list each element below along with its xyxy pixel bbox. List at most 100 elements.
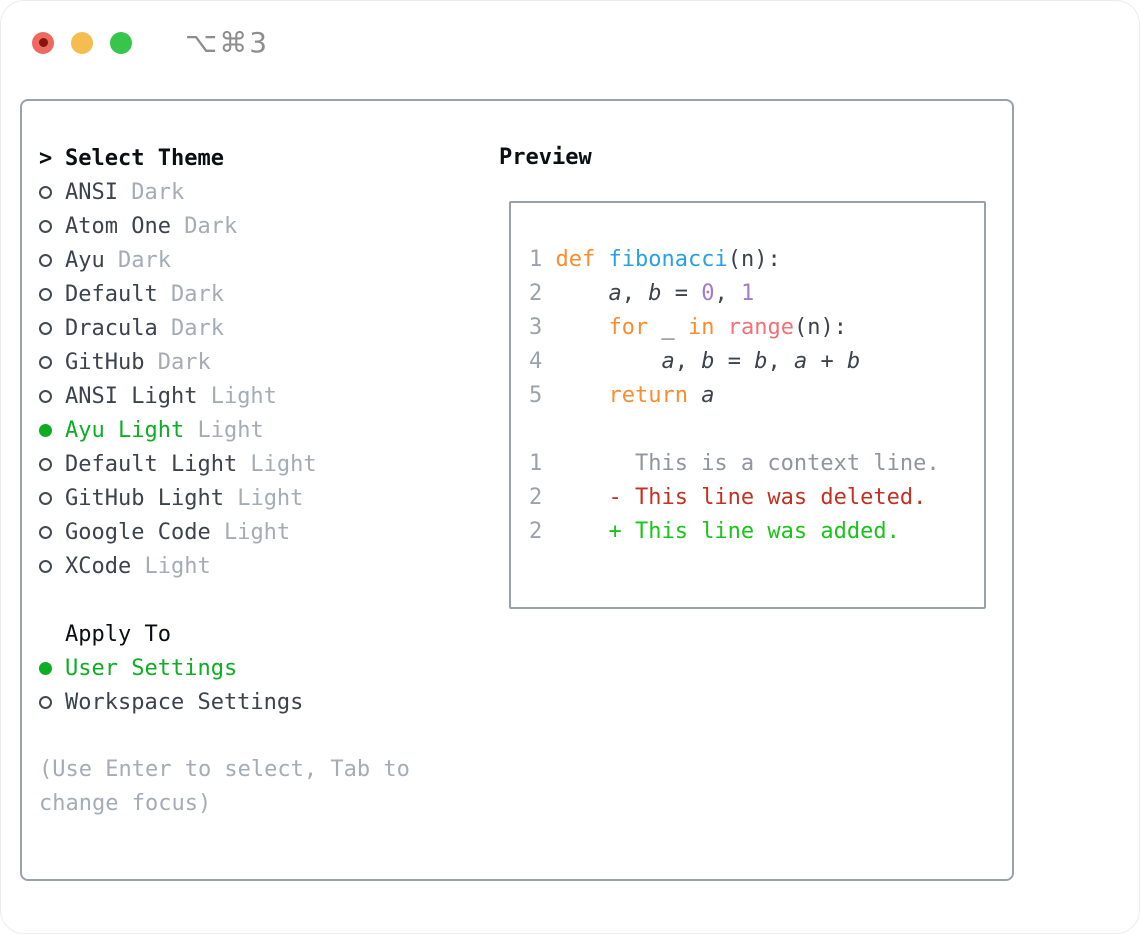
code-line: 3 for _ in range(n): [529, 311, 984, 345]
theme-variant: Light [131, 553, 211, 579]
theme-option[interactable]: GitHub Dark [39, 345, 491, 379]
radio-icon [39, 457, 52, 471]
code-token: _ [648, 315, 688, 340]
theme-option[interactable]: Google Code Light [39, 515, 491, 549]
titlebar: ⌥⌘3 [32, 26, 269, 59]
recording-dot-icon [38, 38, 48, 47]
code-token [556, 281, 609, 306]
theme-option[interactable]: Default Light Light [39, 447, 491, 481]
close-button[interactable] [32, 31, 54, 54]
theme-name: ANSI Light [65, 383, 198, 409]
theme-variant: Dark [104, 247, 171, 273]
theme-name: GitHub [65, 349, 145, 375]
theme-variant: Dark [170, 213, 238, 239]
theme-name: Google Code [65, 519, 211, 545]
theme-name: ANSI [65, 179, 118, 205]
code-token: a [661, 349, 675, 374]
diff-text: - This line was deleted. [542, 485, 927, 510]
theme-name: Default Light [65, 451, 238, 477]
code-token: a [608, 281, 622, 306]
apply-option[interactable]: User Settings [39, 651, 491, 685]
code-token: = [661, 281, 702, 306]
code-token: a [701, 383, 715, 408]
theme-variant: Light [184, 417, 264, 443]
radio-icon [39, 321, 52, 335]
code-token [714, 315, 727, 340]
diff-preview: 1 This is a context line.2 - This line w… [529, 447, 984, 549]
code-line: 4 a, b = b, a + b [529, 345, 984, 379]
spacer [529, 413, 984, 447]
theme-variant: Light [237, 451, 317, 477]
selection-prompt-icon: > [39, 145, 53, 171]
theme-option-label: Google Code Light [65, 520, 290, 545]
radio-icon [39, 695, 52, 709]
code-token: , [674, 349, 702, 374]
radio-icon [39, 355, 52, 369]
theme-selector-title: Select Theme [65, 145, 224, 171]
diff-text: + This line was added. [542, 519, 900, 544]
theme-name: Default [65, 281, 158, 307]
hint-text: (Use Enter to select, Tab to change focu… [39, 757, 410, 816]
code-token: = [714, 349, 755, 374]
theme-name: Dracula [65, 315, 158, 341]
theme-option[interactable]: Default Dark [39, 277, 491, 311]
theme-variant: Light [223, 485, 304, 511]
code-token: 1 [740, 281, 755, 306]
theme-option[interactable]: GitHub Light Light [39, 481, 491, 515]
apply-option[interactable]: Workspace Settings [39, 685, 491, 719]
theme-variant: Dark [157, 281, 224, 307]
radio-icon [39, 287, 52, 301]
theme-option[interactable]: Dracula Dark [39, 311, 491, 345]
line-number: 2 [529, 519, 543, 544]
apply-to-title: Apply To [65, 621, 171, 647]
code-token: range [727, 315, 794, 340]
code-line: 1 def fibonacci(n): [529, 243, 984, 277]
radio-icon [39, 389, 52, 403]
radio-icon [39, 525, 52, 539]
theme-variant: Light [197, 383, 277, 409]
code-token: 0 [701, 281, 715, 306]
radio-marker [39, 559, 65, 573]
code-token: fibonacci [608, 247, 728, 272]
theme-variant: Dark [117, 179, 185, 205]
theme-name: Ayu Light [65, 417, 185, 443]
radio-marker [39, 491, 65, 505]
code-token: + [807, 349, 847, 374]
code-token: b [846, 349, 861, 374]
theme-option[interactable]: ANSI Dark [39, 175, 491, 209]
radio-selected-icon [39, 423, 52, 437]
spacer [39, 583, 491, 617]
radio-marker [39, 253, 65, 267]
theme-option[interactable]: ANSI Light Light [39, 379, 491, 413]
code-token: , [621, 281, 649, 306]
code-line: 2 a, b = 0, 1 [529, 277, 984, 311]
theme-option-label: ANSI Light Light [65, 384, 277, 409]
theme-option[interactable]: XCode Light [39, 549, 491, 583]
theme-variant: Dark [144, 349, 211, 375]
code-token: , [714, 281, 741, 306]
code-token [595, 247, 608, 272]
theme-option-label: XCode Light [65, 554, 211, 579]
apply-option-label: User Settings [65, 655, 238, 681]
code-token [688, 383, 701, 408]
code-token [556, 349, 662, 374]
theme-option[interactable]: Atom One Dark [39, 209, 491, 243]
radio-icon [39, 253, 52, 267]
theme-option-label: GitHub Dark [65, 350, 211, 375]
theme-option-label: Dracula Dark [65, 316, 224, 341]
line-number: 1 [529, 451, 543, 476]
theme-option[interactable]: Ayu Light Light [39, 413, 491, 447]
diff-line: 2 + This line was added. [529, 515, 984, 549]
minimize-button[interactable] [71, 31, 93, 54]
maximize-button[interactable] [110, 31, 132, 54]
diff-line: 2 - This line was deleted. [529, 481, 984, 515]
theme-option[interactable]: Ayu Dark [39, 243, 491, 277]
code-token: (n): [727, 247, 781, 272]
code-token: in [687, 315, 715, 340]
line-number: 1 [529, 247, 556, 272]
